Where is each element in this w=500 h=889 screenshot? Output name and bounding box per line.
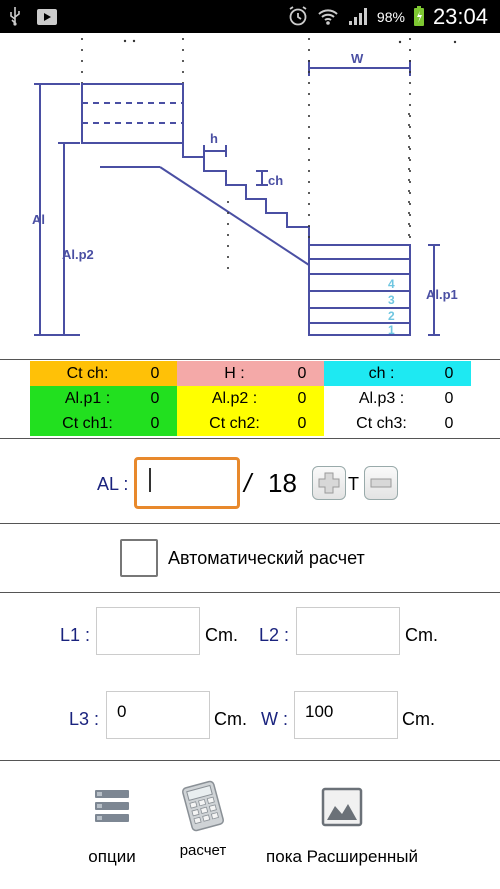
label-alp1: Al.p1: [426, 287, 458, 302]
step-number: 2: [388, 309, 395, 323]
ct-ch-value: 0: [150, 364, 160, 382]
calc-button[interactable]: расчет: [170, 780, 236, 859]
signal-icon: [347, 6, 369, 29]
ct-ch1-cell: Ct ch1:0: [30, 411, 177, 436]
label-h: h: [210, 131, 218, 146]
l2-unit: Cm.: [405, 625, 438, 645]
w-input[interactable]: 100: [294, 691, 398, 739]
w-unit: Cm.: [402, 709, 435, 729]
divider: [0, 359, 500, 360]
step-count: 18: [268, 468, 297, 498]
alp2-cell: Al.p2 :0: [177, 386, 324, 411]
alp2-value: 0: [297, 389, 307, 407]
ct-ch3-cell: Ct ch3:0: [324, 411, 471, 436]
w-label: W :: [261, 709, 288, 729]
divider: [0, 438, 500, 439]
stair-steps: [182, 143, 310, 245]
alp3-cell: Al.p3 :0: [324, 386, 471, 411]
alp3-value: 0: [444, 389, 454, 407]
status-bar: 98% 23:04: [0, 0, 500, 33]
label-al: Al: [32, 212, 45, 227]
minus-icon: [370, 478, 392, 488]
text-caret: [149, 468, 151, 492]
plus-icon: [318, 472, 340, 494]
ct-ch3-value: 0: [444, 414, 454, 432]
image-icon: [321, 787, 363, 827]
step-number: 3: [388, 293, 395, 307]
ch-cell: ch :0: [324, 361, 471, 386]
options-label: опции: [88, 847, 136, 866]
auto-calc-checkbox[interactable]: [120, 539, 158, 577]
grid-row: Ct ch:0 H :0 ch :0: [30, 361, 471, 386]
h-cell: H :0: [177, 361, 324, 386]
decrement-button[interactable]: [364, 466, 398, 500]
upper-landing: [81, 83, 184, 144]
alp1-cell: Al.p1 :0: [30, 386, 177, 411]
label-ch: ch: [268, 173, 283, 188]
wifi-icon: [317, 6, 339, 29]
l1-label: L1 :: [60, 625, 91, 645]
auto-calc-label: Автоматический расчет: [168, 548, 365, 568]
alp1-value: 0: [150, 389, 160, 407]
l2-label: L2 :: [259, 625, 290, 645]
step-number: 4: [388, 277, 395, 291]
ct-ch1-value: 0: [150, 414, 160, 432]
l3-input[interactable]: 0: [106, 691, 210, 739]
step-number: 1: [388, 323, 395, 337]
results-grid: Ct ch:0 H :0 ch :0 Al.p1 :0 Al.p2 :0 Al.…: [30, 361, 471, 436]
label-w: W: [351, 51, 364, 66]
grid-row: Ct ch1:0 Ct ch2:0 Ct ch3:0: [30, 411, 471, 436]
server-list-icon: [95, 790, 129, 822]
battery-percent: 98%: [376, 9, 405, 25]
staircase-diagram: W h ch Al Al.p2 Al.p1 4 3 2 1: [32, 38, 458, 337]
advanced-button[interactable]: пока Расширенный: [250, 786, 434, 867]
clock: 23:04: [432, 4, 488, 29]
options-button[interactable]: опции: [72, 786, 152, 867]
play-store-icon: [36, 6, 58, 31]
divider: [0, 523, 500, 524]
al-label: AL :: [97, 474, 129, 494]
alarm-icon: [287, 5, 309, 30]
advanced-label: пока Расширенный: [266, 847, 418, 866]
divider: [0, 760, 500, 761]
l3-label: L3 :: [69, 709, 100, 729]
al-slash: /: [244, 468, 252, 498]
increment-button[interactable]: [312, 466, 346, 500]
ct-ch2-cell: Ct ch2:0: [177, 411, 324, 436]
l3-unit: Cm.: [214, 709, 247, 729]
divider: [0, 592, 500, 593]
t-label: T: [348, 474, 359, 494]
ct-ch-cell: Ct ch:0: [30, 361, 177, 386]
l1-unit: Cm.: [205, 625, 238, 645]
l1-input[interactable]: [96, 607, 200, 655]
usb-icon: [8, 6, 22, 31]
h-value: 0: [297, 364, 307, 382]
calc-label: расчет: [179, 842, 227, 859]
ch-value: 0: [444, 364, 454, 382]
al-input[interactable]: [134, 457, 240, 509]
battery-icon: [413, 5, 425, 30]
label-alp2: Al.p2: [62, 247, 94, 262]
ct-ch2-value: 0: [297, 414, 307, 432]
l2-input[interactable]: [296, 607, 400, 655]
grid-row: Al.p1 :0 Al.p2 :0 Al.p3 :0: [30, 386, 471, 411]
calculator-icon: [182, 780, 224, 832]
